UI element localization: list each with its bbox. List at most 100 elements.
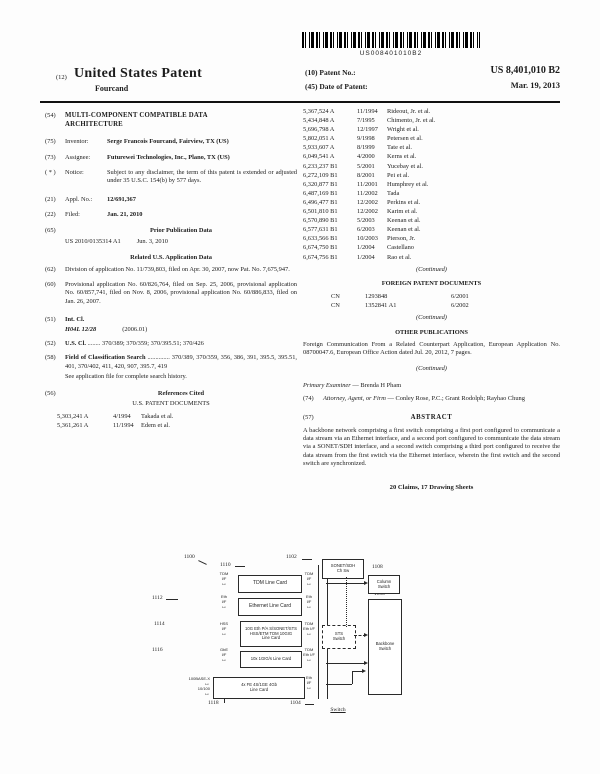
examiner-label: Primary Examiner (303, 382, 351, 390)
ref-numeral-1102: 1102 (286, 554, 297, 560)
box-label: Switch (378, 646, 392, 651)
ref-numeral-1100: 1100 (184, 554, 195, 560)
field-56-references: (56) References Cited (45, 390, 297, 398)
int-cl-year: (2006.01) (122, 326, 148, 333)
continued-note: (Continued) (416, 314, 447, 322)
field-21-appl-no: (21) Appl. No.: 12/691,367 (45, 196, 297, 204)
field-label: Notice: (65, 168, 84, 176)
search-history-note: See application file for complete search… (65, 372, 187, 380)
double-arrow: ↔ (221, 581, 227, 588)
box-label: Switch (332, 636, 346, 641)
ethernet-line-card-box: Ethernet Line Card (238, 598, 302, 616)
field-number: (60) (45, 281, 56, 289)
connector-line (352, 671, 353, 684)
leader-line (224, 697, 225, 703)
field-label: Assignee: (65, 153, 91, 161)
field-73-assignee: (73) Assignee: Futurewei Technologies, I… (45, 154, 297, 162)
field-number: (57) (303, 413, 314, 421)
box-label: HSS/ETM TDM 10GIG (249, 630, 293, 636)
int-cl-row: H04L 12/28 (2006.01) (45, 326, 297, 334)
box-label: 10x 1GIG/s Line Card (250, 656, 292, 662)
field-number: (65) (45, 226, 56, 234)
attorney-line: (74) Attorney, Agent, or Firm — Conley R… (303, 395, 560, 403)
box-label: Line Card (261, 635, 281, 641)
box-label: Ethernet Line Card (249, 603, 291, 610)
prior-pub-heading: Prior Publication Data (149, 226, 212, 234)
box-label: Line Card (249, 687, 269, 692)
box-label: Ch Sw (336, 568, 350, 573)
provisional-value: Provisional application No. 60/826,764, … (65, 281, 297, 305)
connector-line (326, 583, 366, 584)
box-label: 4x FE 4S/1GE 4Gb (241, 682, 277, 688)
primary-examiner-line: Primary Examiner — Brenda H Pham (303, 382, 560, 390)
prior-pub-date: Jun. 3, 2010 (136, 237, 168, 245)
kind-code-number: (12) (56, 74, 67, 81)
search-line: Field of Classification Search .........… (65, 354, 297, 370)
field-number: (52) (45, 340, 56, 348)
attorney-label: Attorney, Agent, or Firm (323, 395, 386, 403)
ref-numeral-1108: 1108 (372, 564, 383, 570)
date-of-patent-label: (45) Date of Patent: (305, 82, 368, 91)
ref-numeral-1116: 1116 (152, 647, 163, 653)
figure-caption: Switch (330, 707, 346, 713)
us-cl-label: U.S. Cl. (65, 340, 86, 348)
claims-drawing-note: 20 Claims, 17 Drawing Sheets (389, 484, 474, 492)
ref-numeral-1106: 1106 (374, 591, 385, 597)
box-label: SONET/SDH (330, 563, 356, 569)
connector-line (354, 635, 366, 636)
hss-line-card-box: 10G Eth P/A S/SONET/STS HSS/ETM TDM 10GI… (240, 621, 302, 647)
inventor-surname: Fourcand (95, 84, 129, 93)
leader-line (305, 704, 314, 705)
arrowhead (364, 661, 370, 665)
field-star-notice: ( * ) Notice: Subject to any disclaimer,… (45, 169, 297, 185)
notice-value: Subject to any disclaimer, the term of t… (107, 168, 297, 184)
double-arrow: ↔ (306, 631, 312, 638)
other-pubs-heading: OTHER PUBLICATIONS (395, 328, 468, 336)
int-cl-label: Int. Cl. (65, 315, 85, 323)
barcode (302, 32, 480, 48)
search-label: Field of Classification Search (65, 354, 146, 362)
ref-numeral-1112: 1112 (152, 595, 163, 601)
field-number: (22) (45, 211, 56, 219)
division-value: Division of application No. 11/739,803, … (65, 266, 290, 274)
box-label: Backbone (375, 641, 395, 647)
patent-no-label: (10) Patent No.: (305, 68, 356, 77)
front-page-figure: 1100 1110 1112 1114 1116 1118 1102 1108 … (150, 551, 450, 771)
ref-numeral-1110: 1110 (220, 562, 231, 568)
abstract-heading-row: (57) ABSTRACT (303, 414, 560, 423)
field-number: (73) (45, 153, 56, 161)
double-arrow: ↔ (306, 685, 312, 692)
attorney-names: — Conley Rose, P.C.; Grant Rodolph; Rayh… (387, 395, 525, 403)
inventor-value: Serge Francois Fourcand, Fairview, TX (U… (107, 138, 229, 146)
double-arrow: ↔ (306, 657, 312, 664)
field-number: (56) (45, 389, 56, 397)
references-heading: References Cited (157, 389, 205, 397)
connector-line (326, 663, 366, 664)
assignee-value: Futurewei Technologies, Inc., Plano, TX … (107, 153, 230, 161)
double-arrow: ↔ (204, 681, 210, 688)
field-number: (51) (45, 315, 56, 323)
connector-line (326, 684, 352, 685)
